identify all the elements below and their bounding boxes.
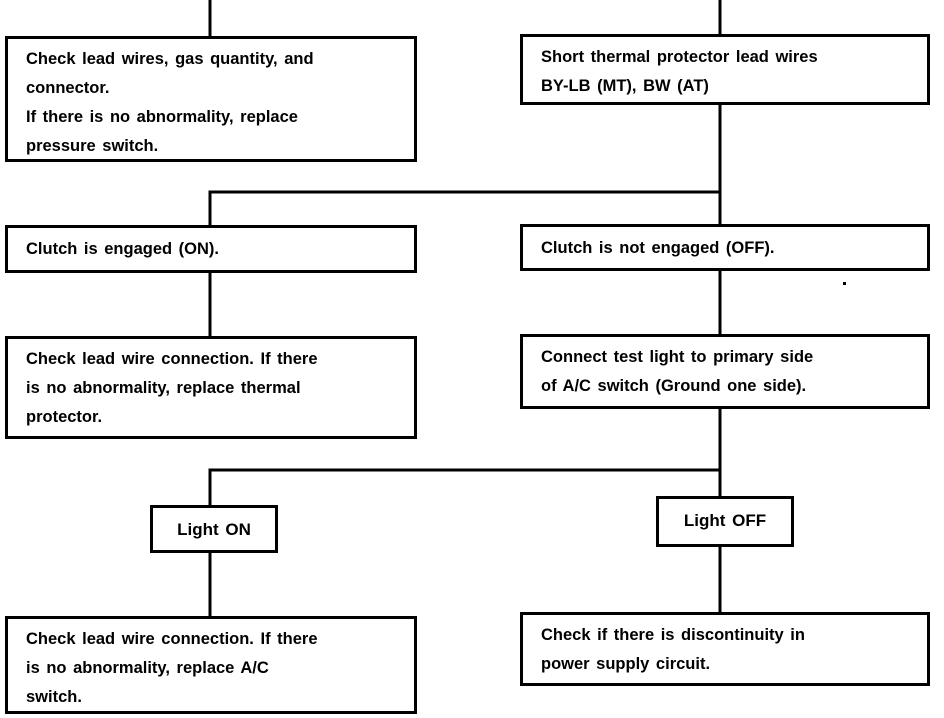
box-line: pressure switch. <box>26 137 159 155</box>
box-line: Clutch is engaged (ON). <box>26 240 220 258</box>
box-check-ac-switch: Check lead wire connection. If there is … <box>5 616 417 714</box>
box-line: of A/C switch (Ground one side). <box>541 377 807 395</box>
box-check-power-supply: Check if there is discontinuity in power… <box>520 612 930 686</box>
box-line: Light OFF <box>683 511 767 530</box>
box-connect-test-light: Connect test light to primary side of A/… <box>520 334 930 409</box>
box-line: Short thermal protector lead wires <box>541 48 818 66</box>
box-line: power supply circuit. <box>541 655 711 673</box>
box-light-off: Light OFF <box>656 496 794 547</box>
box-check-thermal-protector: Check lead wire connection. If there is … <box>5 336 417 439</box>
box-line: Connect test light to primary side <box>541 348 814 366</box>
box-line: BY-LB (MT), BW (AT) <box>541 77 709 95</box>
box-line: Check if there is discontinuity in <box>541 626 805 644</box>
box-short-thermal-protector: Short thermal protector lead wires BY-LB… <box>520 34 930 105</box>
box-line: Clutch is not engaged (OFF). <box>541 239 775 257</box>
box-line: Check lead wire connection. If there <box>26 350 318 368</box>
box-light-on: Light ON <box>150 505 278 553</box>
box-clutch-not-engaged: Clutch is not engaged (OFF). <box>520 224 930 271</box>
box-line: connector. <box>26 79 110 97</box>
box-clutch-engaged: Clutch is engaged (ON). <box>5 225 417 273</box>
box-line: If there is no abnormality, replace <box>26 108 298 126</box>
box-line: switch. <box>26 688 82 706</box>
box-line: protector. <box>26 408 103 426</box>
box-line: is no abnormality, replace A/C <box>26 659 269 677</box>
box-line: Light ON <box>177 520 251 539</box>
box-check-gas-pressure-switch: Check lead wires, gas quantity, and conn… <box>5 36 417 162</box>
stray-dot <box>843 282 846 285</box>
box-line: Check lead wires, gas quantity, and <box>26 50 314 68</box>
box-line: Check lead wire connection. If there <box>26 630 318 648</box>
box-line: is no abnormality, replace thermal <box>26 379 301 397</box>
